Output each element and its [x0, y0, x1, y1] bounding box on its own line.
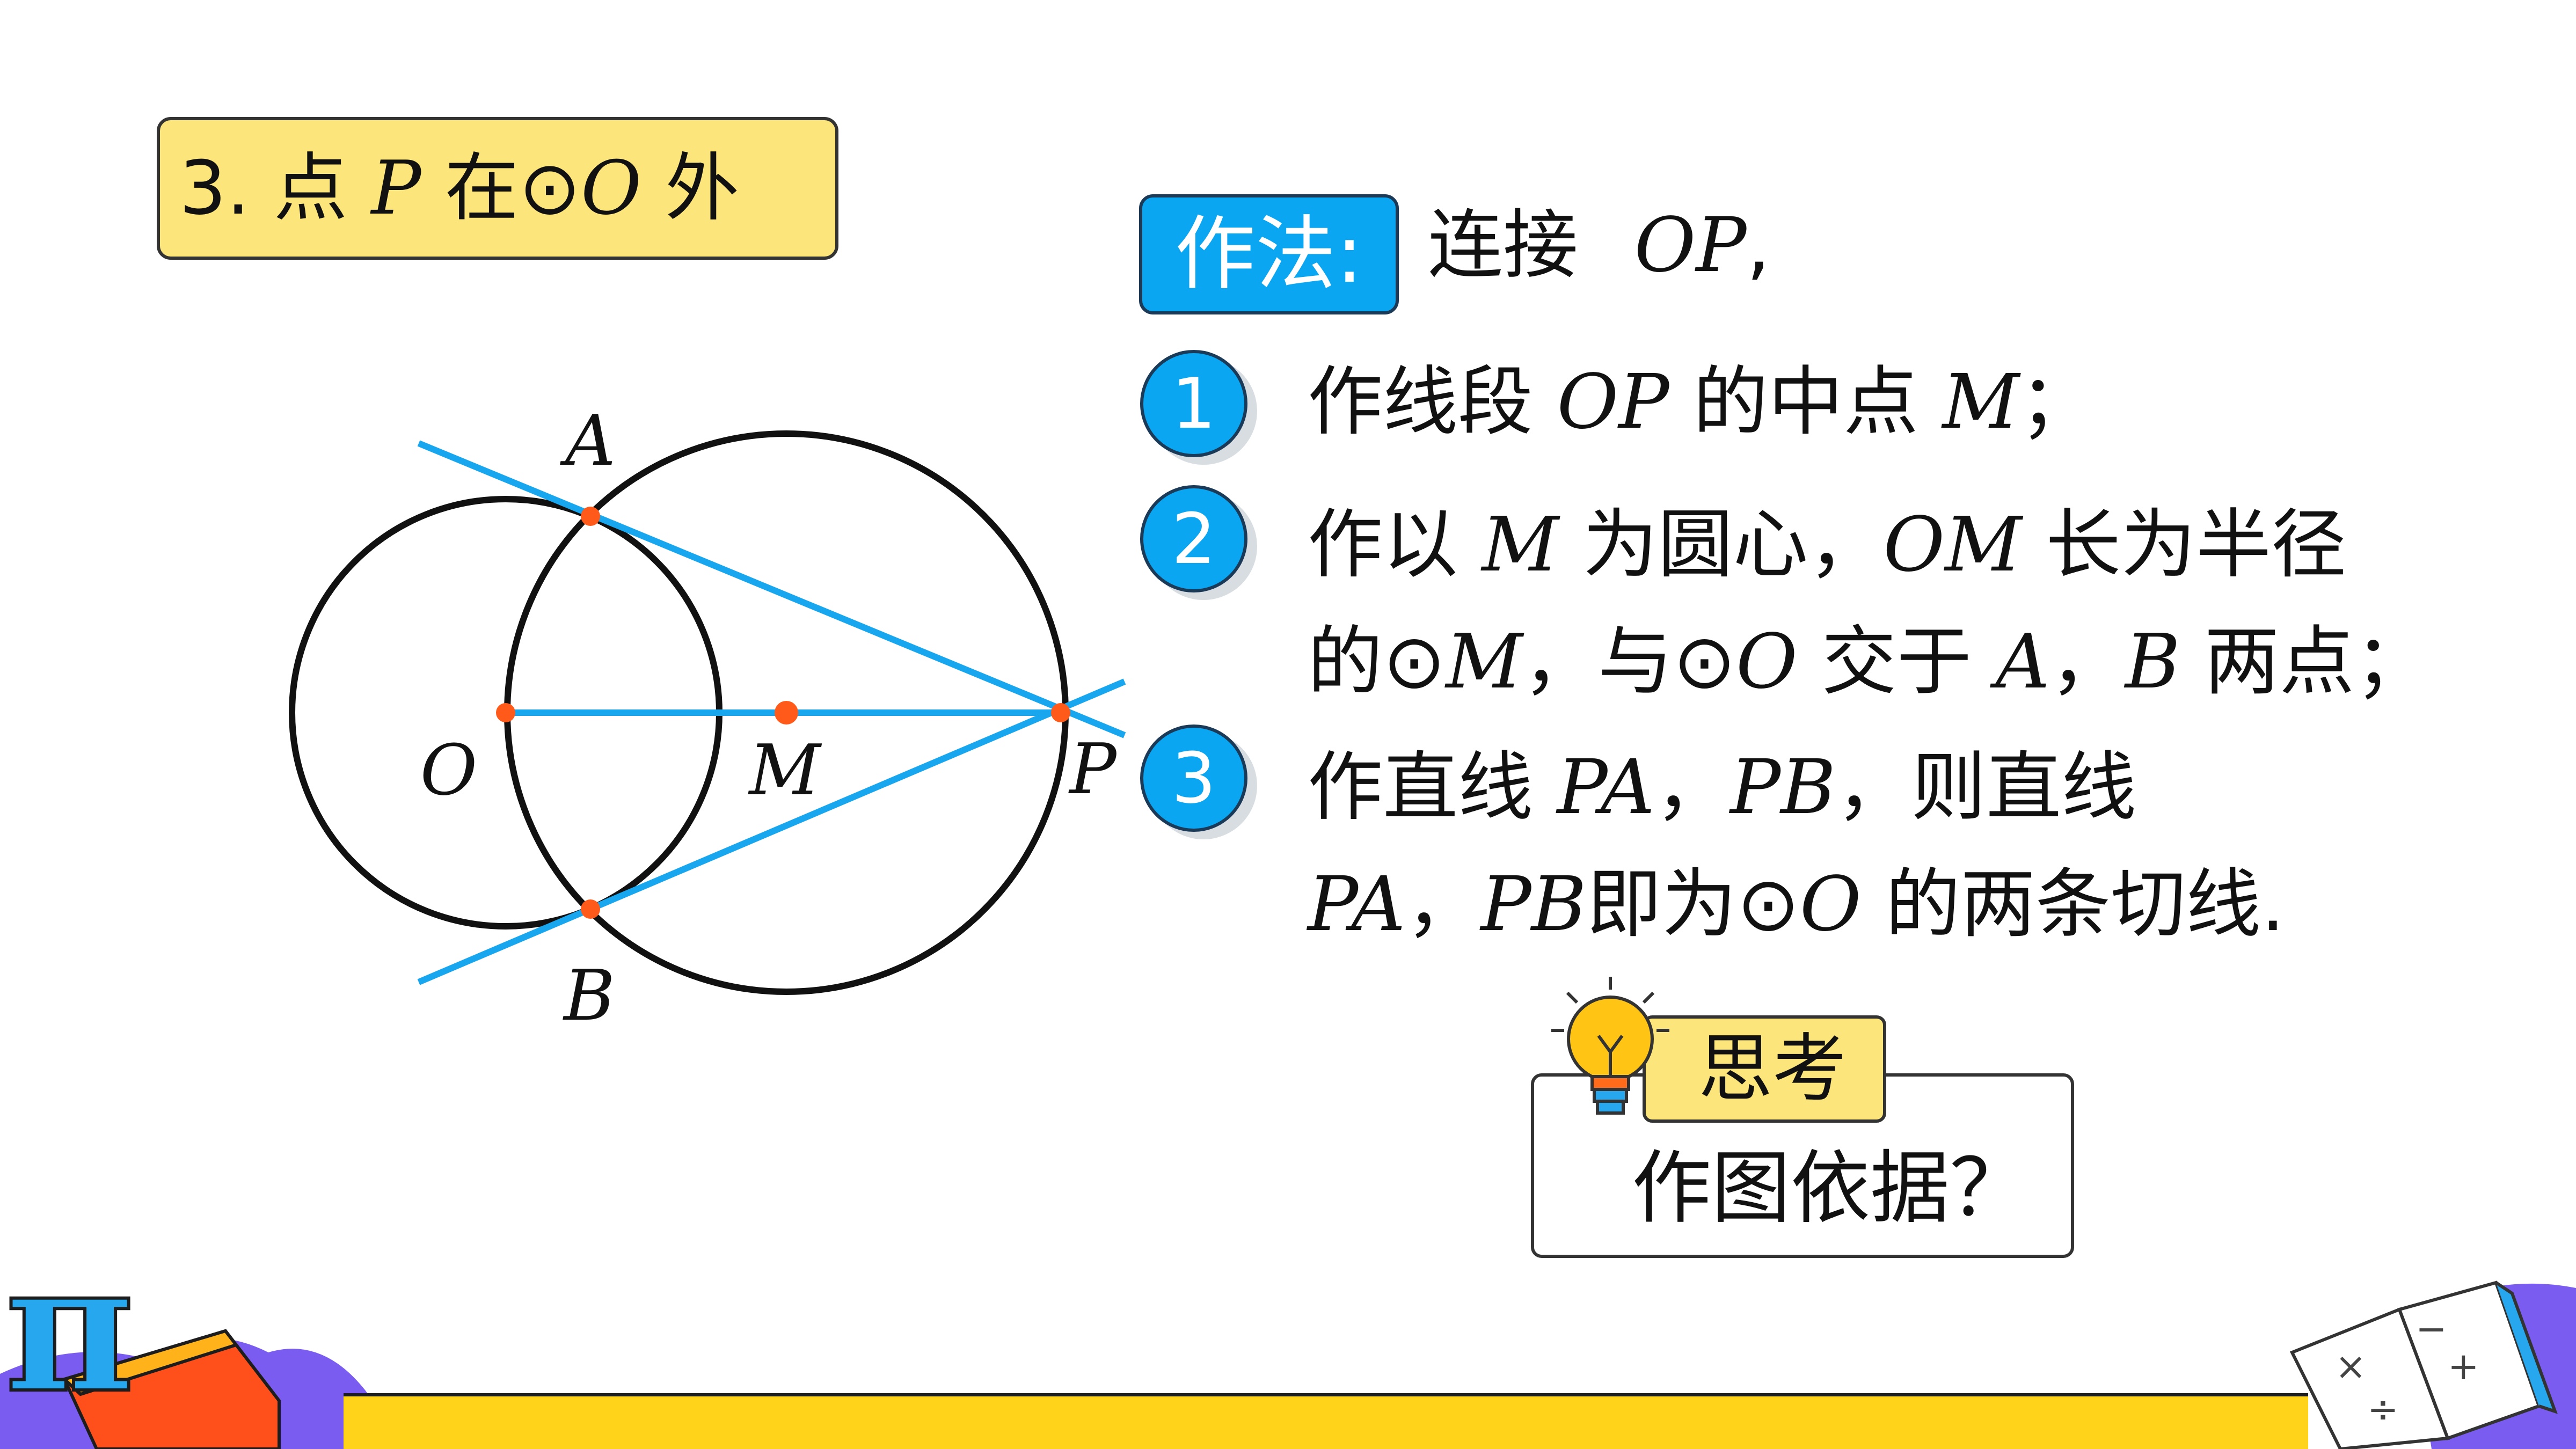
step-text: ，与⊙	[1522, 618, 1736, 706]
point-o	[496, 703, 515, 722]
point-b	[581, 899, 600, 919]
step-text: 长为半径	[2022, 501, 2347, 589]
book-symbol-plus: +	[2448, 1344, 2479, 1388]
step-line: 作以 M 为圆心，OM 长为半径	[1308, 508, 2346, 583]
tangent-construction-diagram: A B O M P	[289, 400, 1126, 1036]
method-first-line: 连接 OP,	[1428, 208, 1770, 283]
label-a: A	[560, 400, 616, 481]
lightbulb-icon	[1551, 977, 1669, 1115]
step-text: 的中点	[1669, 358, 1943, 446]
step-math: A	[1995, 618, 2050, 706]
think-question: 作图依据？	[1632, 1142, 2029, 1234]
book-decoration: − + × ÷	[2289, 1280, 2576, 1449]
step-text: ，则直线	[1836, 744, 2137, 831]
step-number: 1	[1140, 350, 1247, 457]
step-math: PB	[1730, 744, 1836, 831]
point-a	[581, 507, 600, 526]
step-line: 作线段 OP 的中点 M；	[1308, 365, 2095, 440]
step-text: ，	[1654, 744, 1730, 831]
method-label: 作法:	[1139, 194, 1399, 314]
step-math: M	[1482, 501, 1559, 589]
step-math: O	[1735, 618, 1798, 706]
point-m	[775, 701, 798, 724]
tangent-pa	[417, 440, 1126, 738]
label-b: B	[563, 955, 615, 1036]
book-symbol-times: ×	[2335, 1344, 2367, 1388]
step-math: PA	[1308, 861, 1406, 948]
point-p	[1051, 703, 1070, 722]
title-suffix: 外	[665, 145, 740, 231]
method-first-seg: OP	[1634, 202, 1747, 289]
step-number: 3	[1140, 724, 1247, 832]
section-title: 3. 点 P 在⊙ O 外	[157, 117, 838, 260]
step-math: OM	[1883, 501, 2022, 589]
step-text: 两点；	[2180, 618, 2430, 706]
title-circle: O	[581, 145, 642, 231]
step-text: 为圆心，	[1558, 501, 1884, 589]
step-text: 的⊙	[1308, 618, 1446, 706]
label-m: M	[748, 729, 822, 811]
title-prefix: 3. 点	[179, 145, 348, 231]
step-math: M	[1446, 618, 1523, 706]
step-text: ，	[2049, 618, 2125, 706]
step-text: 即为⊙	[1586, 861, 1800, 948]
bottom-band-edge	[344, 1393, 2308, 1396]
step-math: OP	[1557, 358, 1669, 446]
step-math: M	[1942, 358, 2019, 446]
step-line: 作直线 PA，PB，则直线	[1308, 750, 2136, 825]
tangent-pb	[417, 678, 1126, 985]
label-p: P	[1068, 728, 1118, 810]
pi-symbol: π	[5, 1250, 135, 1432]
book-symbol-minus: −	[2416, 1307, 2447, 1351]
step-text: ；	[2019, 358, 2095, 446]
step-text: ，	[1405, 861, 1481, 948]
step-line: PA，PB即为⊙O 的两条切线.	[1308, 867, 2285, 942]
step-text: 交于	[1797, 618, 1996, 706]
method-first-text: 连接	[1428, 202, 1579, 289]
book-symbol-divide: ÷	[2367, 1387, 2399, 1431]
step-math: O	[1799, 861, 1862, 948]
step-text: 的两条切线.	[1861, 861, 2285, 948]
step-math: B	[2125, 618, 2180, 706]
bottom-band	[344, 1393, 2308, 1449]
title-mid: 在⊙	[444, 145, 581, 231]
step-math: PA	[1557, 744, 1655, 831]
step-text: 作以	[1308, 501, 1482, 589]
step-math: PB	[1480, 861, 1587, 948]
method-first-end: ,	[1746, 202, 1771, 289]
label-o: O	[420, 729, 478, 811]
step-text: 作直线	[1308, 744, 1557, 831]
step-number: 2	[1140, 485, 1247, 592]
think-tab: 思考	[1643, 1015, 1886, 1123]
step-line: 的⊙M，与⊙O 交于 A，B 两点；	[1308, 625, 2429, 700]
title-point: P	[371, 145, 421, 231]
bottom-left-decoration: π	[0, 1250, 408, 1449]
step-text: 作线段	[1308, 358, 1557, 446]
